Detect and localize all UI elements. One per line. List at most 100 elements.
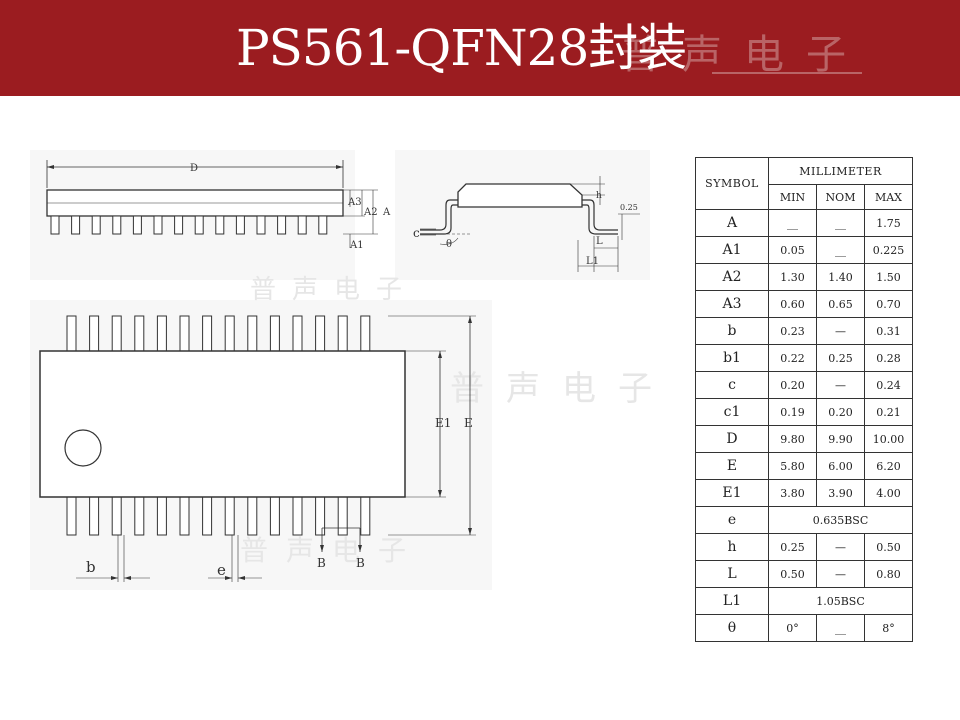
symbol-cell: A2 <box>695 263 769 291</box>
dim-label-E1: E1 <box>435 416 451 430</box>
value-cell-nom: 0.20 <box>816 398 865 426</box>
lead <box>111 496 122 536</box>
max-header: MAX <box>864 184 913 210</box>
value-cell-max: 10.00 <box>864 425 913 453</box>
lead <box>50 215 60 235</box>
symbol-cell: E1 <box>695 479 769 507</box>
lead <box>71 215 81 235</box>
value-cell-nom: — <box>816 317 865 345</box>
lead <box>156 315 167 352</box>
min-header: MIN <box>768 184 817 210</box>
dim-label-b: b <box>86 558 96 576</box>
value-cell-max: 0.225 <box>864 236 913 264</box>
value-cell-nom: — <box>816 560 865 588</box>
lead <box>153 215 163 235</box>
value-cell-min: 1.30 <box>768 263 817 291</box>
lead <box>134 315 145 352</box>
nom-header: NOM <box>816 184 865 210</box>
value-cell-max: 1.75 <box>864 209 913 237</box>
lead <box>315 496 326 536</box>
symbol-cell: e <box>695 506 769 534</box>
lead <box>318 215 328 235</box>
lead <box>179 315 190 352</box>
value-cell-max: 0.28 <box>864 344 913 372</box>
lead <box>224 315 235 352</box>
lead <box>247 315 258 352</box>
value-cell-nom: — <box>816 533 865 561</box>
symbol-cell: L <box>695 560 769 588</box>
lead <box>235 215 245 235</box>
dim-label-025: 0.25 <box>620 203 638 212</box>
value-cell-nom: — <box>816 371 865 399</box>
package-drawing: 普声电子 普声电子 普声电子 D A3 A2 A A1 <box>30 150 674 590</box>
value-cell-max: 8° <box>864 614 913 642</box>
lead <box>337 315 348 352</box>
lead <box>269 315 280 352</box>
dim-label-theta: θ <box>446 239 452 250</box>
value-cell-min: 0.05 <box>768 236 817 264</box>
lead <box>292 496 303 536</box>
title-banner: 普声电子 PS561-QFN28封装 <box>0 0 960 96</box>
dim-label-A: A <box>382 207 391 218</box>
value-cell-span: 1.05BSC <box>768 587 913 615</box>
value-cell-min: 0° <box>768 614 817 642</box>
value-cell-min: 0.23 <box>768 317 817 345</box>
value-cell-min: 9.80 <box>768 425 817 453</box>
lead <box>215 215 225 235</box>
watermark-2: 普声电子 <box>450 369 674 409</box>
value-cell-max: 4.00 <box>864 479 913 507</box>
dim-label-A3: A3 <box>347 197 362 208</box>
value-cell-min: 3.80 <box>768 479 817 507</box>
symbol-cell: c1 <box>695 398 769 426</box>
value-cell-min: 0.20 <box>768 371 817 399</box>
value-cell-min: 0.50 <box>768 560 817 588</box>
symbol-cell: b1 <box>695 344 769 372</box>
lead <box>277 215 287 235</box>
symbol-cell: c <box>695 371 769 399</box>
lead <box>269 496 280 536</box>
value-cell-min: 0.60 <box>768 290 817 318</box>
lead <box>360 496 371 536</box>
banner-watermark: 普声电子 <box>620 32 868 78</box>
value-cell-min: 0.22 <box>768 344 817 372</box>
value-cell-nom: __ <box>816 236 865 264</box>
dim-label-h: h <box>596 191 602 201</box>
dim-label-L1: L1 <box>586 256 599 267</box>
symbol-cell: L1 <box>695 587 769 615</box>
end-view <box>420 176 640 272</box>
value-cell-nom: 1.40 <box>816 263 865 291</box>
dim-label-A2: A2 <box>363 207 378 218</box>
value-cell-max: 0.21 <box>864 398 913 426</box>
value-cell-min: 0.19 <box>768 398 817 426</box>
symbol-cell: E <box>695 452 769 480</box>
value-cell-span: 0.635BSC <box>768 506 913 534</box>
value-cell-nom: 6.00 <box>816 452 865 480</box>
top-view <box>39 315 476 582</box>
lead <box>292 315 303 352</box>
lead <box>66 496 77 536</box>
value-cell-max: 0.50 <box>864 533 913 561</box>
symbol-cell: b <box>695 317 769 345</box>
lead <box>202 315 213 352</box>
lead <box>156 496 167 536</box>
lead <box>256 215 266 235</box>
lead <box>202 496 213 536</box>
side-view-leads <box>50 215 328 235</box>
page-title: PS561-QFN28封装 <box>236 19 687 77</box>
lead <box>247 496 258 536</box>
lead <box>111 315 122 352</box>
lead <box>297 215 307 235</box>
value-cell-min: 5.80 <box>768 452 817 480</box>
watermark-3: 普声电子 <box>240 534 424 567</box>
lead <box>89 496 100 536</box>
